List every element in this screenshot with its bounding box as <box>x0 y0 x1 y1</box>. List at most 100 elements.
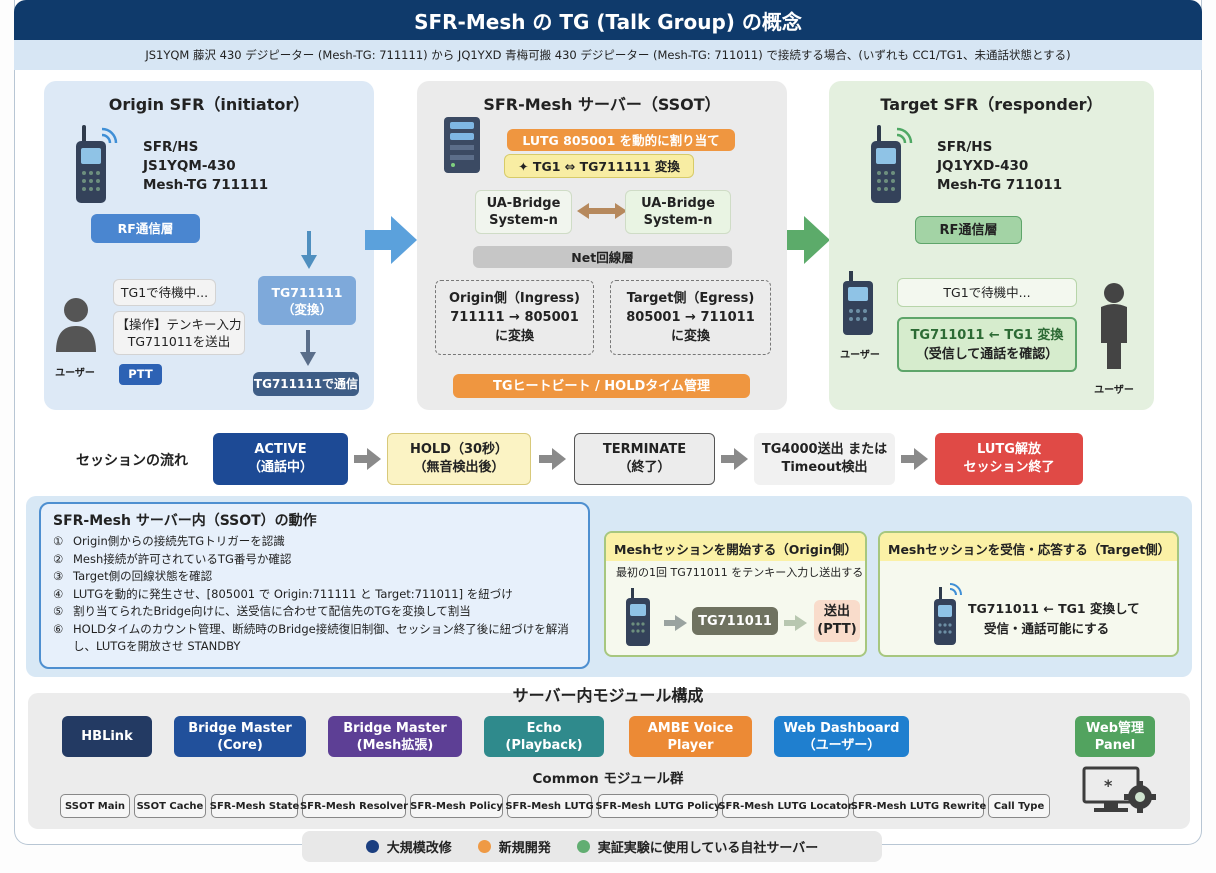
module-name: Web Dashboard <box>783 720 900 736</box>
module-sub: (Mesh拡張) <box>356 737 434 753</box>
ua-bridge-right-name: UA-Bridge <box>641 196 715 211</box>
step-number: ① <box>53 534 64 548</box>
egress-mapping: 805001 → 711011 <box>626 310 755 325</box>
target-rf-layer: RF通信層 <box>915 216 1022 244</box>
target-panel: Target SFR（responder） SFR/HS JQ1YXD-430 … <box>829 81 1154 410</box>
origin-convert-label: （変換） <box>281 301 332 317</box>
bidirectional-arrow-icon <box>577 203 627 219</box>
step-text: HOLDタイムのカウント管理、断続時のBridge接続復旧制御、セッション終了後… <box>73 621 569 654</box>
origin-mesh-tg: Mesh-TG 711111 <box>143 177 269 193</box>
origin-rf-layer: RF通信層 <box>91 214 200 243</box>
ua-bridge-right: UA-Bridge System-n <box>625 190 731 234</box>
legend-label: 実証実験に使用している自社サーバー <box>597 841 819 856</box>
module-sub: （ユーザー） <box>802 737 881 753</box>
lutg-alloc-box: LUTG 805001 を動的に割り当て <box>507 129 735 151</box>
module-sub: (Core) <box>217 737 263 753</box>
target-card-title: Meshセッションを受信・応答する（Target側） <box>880 533 1177 561</box>
person-icon <box>1101 283 1127 369</box>
ssot-step: ④ LUTGを動的に発生させ、[805001 で Origin:711111 と … <box>53 586 576 604</box>
module-box: Echo(Playback) <box>484 716 604 757</box>
step-number: ③ <box>53 569 64 583</box>
legend-dot-icon <box>477 840 491 853</box>
legend-label: 新規開発 <box>498 841 551 856</box>
legend: 大規模改修 新規開発 実証実験に使用している自社サーバー <box>302 831 882 862</box>
send-ptt-button[interactable]: 送出 (PTT) <box>814 600 860 642</box>
legend-dot-icon <box>365 840 379 853</box>
step-number: ④ <box>53 586 64 601</box>
flow-step-sub: （通話中） <box>247 460 313 475</box>
origin-device-type: SFR/HS <box>143 139 199 155</box>
origin-device-info: SFR/HS JS1YQM-430 Mesh-TG 711111 <box>143 138 268 195</box>
origin-user-label: ユーザー <box>55 368 95 379</box>
server-rack-icon <box>444 117 480 173</box>
legend-item: 実証実験に使用している自社サーバー <box>576 837 819 856</box>
step-text: Origin側からの接続先TGトリガーを認識 <box>73 534 285 548</box>
target-title: Target SFR（responder） <box>880 95 1103 114</box>
ua-bridge-right-system: System-n <box>643 213 713 228</box>
target-convert-tg: TG711011 ← TG1 変換 <box>910 327 1064 343</box>
step-text: LUTGを動的に発生させ、[805001 で Origin:711111 と T… <box>73 586 513 601</box>
handheld-radio-icon <box>843 271 873 335</box>
person-icon <box>56 298 96 352</box>
target-device-info: SFR/HS JQ1YXD-430 Mesh-TG 711011 <box>937 138 1062 195</box>
module-box: Web Dashboard（ユーザー） <box>774 716 909 757</box>
ingress-box: Origin側（Ingress) 711111 → 805001 に変換 <box>435 280 594 355</box>
target-mesh-tg: Mesh-TG 711011 <box>937 177 1063 193</box>
page-title: SFR-Mesh の TG (Talk Group) の概念 <box>14 0 1202 40</box>
egress-title: Target側（Egress) <box>626 291 755 306</box>
target-device-type: SFR/HS <box>937 139 993 155</box>
right-arrow-icon <box>784 615 807 631</box>
flow-step-sub: （無音検出後） <box>413 460 505 475</box>
module-sub: Panel <box>1094 737 1136 753</box>
handheld-radio-icon <box>76 125 118 203</box>
down-arrow-icon <box>301 231 317 269</box>
target-convert-box: TG711011 ← TG1 変換 （受信して通話を確認） <box>897 317 1077 372</box>
origin-card-tg: TG711011 <box>692 607 778 635</box>
origin-callsign: JS1YQM-430 <box>143 158 236 174</box>
module-name: Bridge Master <box>188 720 292 736</box>
page-subtitle: JS1YQM 藤沢 430 デジピーター (Mesh-TG: 711111) か… <box>14 40 1202 70</box>
ingress-mapping: 711111 → 805001 <box>450 310 579 325</box>
origin-session-card: Meshセッションを開始する（Origin側） 最初の1回 TG711011 を… <box>604 531 867 657</box>
common-module-chip: SFR-Mesh LUTG Rewrite <box>851 794 986 818</box>
common-module-chip: SSOT Main <box>60 794 130 818</box>
ssot-step: ③ Target側の回線状態を確認 <box>53 568 576 586</box>
modules-title: サーバー内モジュール構成 <box>512 686 704 705</box>
right-arrow-icon <box>365 216 417 264</box>
flow-step-sub: セッション終了 <box>963 460 1055 475</box>
step-text: Target側の回線状態を確認 <box>73 569 213 583</box>
target-callsign: JQ1YXD-430 <box>937 158 1029 174</box>
ua-bridge-left-system: System-n <box>489 213 558 228</box>
common-module-chip: SFR-Mesh Resolver <box>300 794 408 818</box>
ssot-operations-box: SFR-Mesh サーバー内（SSOT）の動作 ① Origin側からの接続先TG… <box>39 502 590 669</box>
module-name: Echo <box>526 720 562 736</box>
target-user-label-left: ユーザー <box>840 350 880 361</box>
origin-operation-line2: TG711011を送出 <box>127 334 231 349</box>
ptt-button[interactable]: PTT <box>119 364 162 385</box>
ssot-operations-title: SFR-Mesh サーバー内（SSOT）の動作 <box>53 513 317 529</box>
handheld-radio-icon <box>626 588 650 646</box>
module-box: Bridge Master(Core) <box>174 716 306 757</box>
ingress-suffix: に変換 <box>494 329 534 344</box>
ua-bridge-left-name: UA-Bridge <box>486 196 561 211</box>
origin-panel: Origin SFR（initiator） SFR/HS JS1YQM-430 … <box>44 81 374 410</box>
origin-convert-box: TG711111 （変換） <box>258 276 356 325</box>
module-sub: (Playback) <box>505 737 583 753</box>
module-sub: Player <box>667 737 714 753</box>
origin-card-desc: 最初の1回 TG711011 をテンキー入力し送出する <box>616 566 864 579</box>
common-modules-title: Common モジュール群 <box>532 771 684 787</box>
flow-step-sub: Timeout検出 <box>781 460 868 475</box>
module-name: AMBE Voice <box>647 720 734 736</box>
module-name: HBLink <box>81 729 133 744</box>
origin-card-title: Meshセッションを開始する（Origin側） <box>606 533 865 561</box>
svg-text:*: * <box>1104 776 1113 795</box>
flow-step-terminate: TERMINATE（終了） <box>574 433 715 485</box>
send-label: 送出 <box>823 604 850 619</box>
origin-comm-box: TG711111で通信 <box>253 372 359 396</box>
session-flow-label: セッションの流れ <box>76 453 188 469</box>
